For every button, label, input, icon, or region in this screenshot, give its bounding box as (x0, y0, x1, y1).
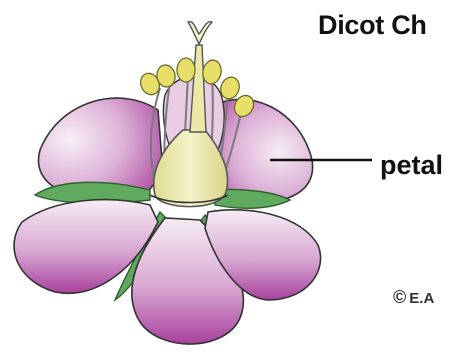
copyright-notice: ©E.A (393, 287, 434, 308)
copyright-text: E.A (409, 290, 434, 307)
pistil-stigma (188, 22, 212, 44)
copyright-symbol: © (393, 287, 406, 307)
label-petal: petal (380, 150, 443, 181)
pistil-style (190, 45, 206, 132)
diagram-title: Dicot Ch (318, 10, 427, 41)
anther (177, 58, 195, 82)
